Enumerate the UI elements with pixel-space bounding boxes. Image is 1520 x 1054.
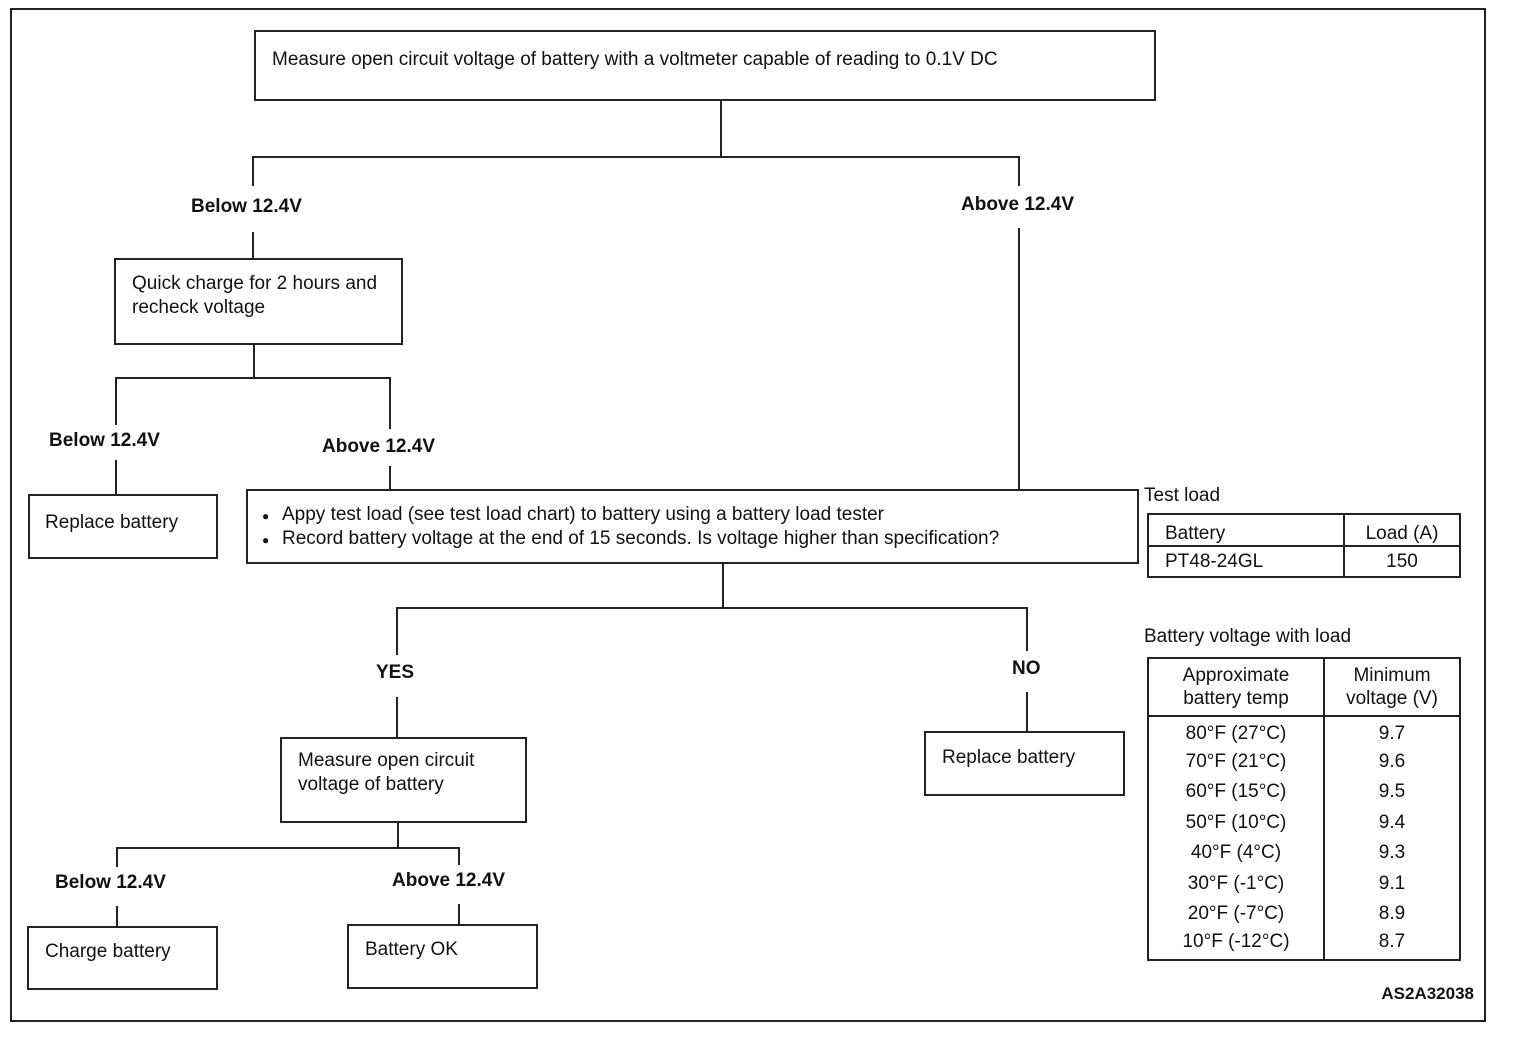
connector-line xyxy=(115,460,117,496)
connector-line xyxy=(396,607,398,655)
charge-battery-box: Charge battery xyxy=(27,926,218,990)
connector-line xyxy=(116,906,118,926)
connector-line xyxy=(458,847,460,865)
connector-line xyxy=(722,563,724,609)
branch-label-above-2: Above 12.4V xyxy=(322,436,435,457)
table-row: 10°F (-12°C)8.7 xyxy=(1147,929,1461,960)
test-load-value-cell: 150 xyxy=(1343,545,1461,578)
measure-ocv-step-text: Measure open circuit voltage of battery … xyxy=(272,49,998,70)
branch-label-above-1: Above 12.4V xyxy=(961,194,1074,215)
temperature-cell: 20°F (-7°C) xyxy=(1147,899,1325,930)
min-voltage-cell: 9.5 xyxy=(1323,777,1461,808)
table-header-row: Approximate battery temp Minimum voltage… xyxy=(1147,657,1461,717)
load-test-step-2: Record battery voltage at the end of 15 … xyxy=(262,527,1123,552)
table-row: 40°F (4°C)9.3 xyxy=(1147,838,1461,869)
min-voltage-cell: 9.1 xyxy=(1323,868,1461,899)
connector-line xyxy=(115,377,117,425)
connector-line xyxy=(252,156,254,186)
voltage-header-temp-text: Approximate battery temp xyxy=(1182,665,1290,709)
connector-line xyxy=(115,377,391,379)
min-voltage-cell: 9.7 xyxy=(1323,716,1461,747)
replace-battery-text-1: Replace battery xyxy=(45,512,179,533)
min-voltage-cell: 8.7 xyxy=(1323,929,1461,960)
test-load-caption: Test load xyxy=(1144,485,1221,506)
branch-label-below-3: Below 12.4V xyxy=(55,872,166,893)
quick-charge-box: Quick charge for 2 hours and recheck vol… xyxy=(114,258,403,345)
connector-line xyxy=(1018,156,1020,186)
min-voltage-cell: 9.3 xyxy=(1323,838,1461,869)
temperature-cell: 80°F (27°C) xyxy=(1147,716,1325,747)
temperature-cell: 40°F (4°C) xyxy=(1147,838,1325,869)
quick-charge-text: Quick charge for 2 hours and recheck vol… xyxy=(132,273,378,318)
connector-line xyxy=(396,607,1028,609)
branch-label-below-1: Below 12.4V xyxy=(191,196,302,217)
min-voltage-cell: 9.6 xyxy=(1323,746,1461,777)
table-row: 80°F (27°C)9.7 xyxy=(1147,716,1461,747)
figure-code: AS2A32038 xyxy=(1381,984,1474,1003)
connector-line xyxy=(397,822,399,848)
load-test-box: Appy test load (see test load chart) to … xyxy=(246,489,1139,564)
voltage-table-caption: Battery voltage with load xyxy=(1144,626,1352,647)
connector-line xyxy=(1026,692,1028,732)
branch-label-below-2: Below 12.4V xyxy=(49,430,160,451)
voltage-header-min-text: Minimum voltage (V) xyxy=(1346,665,1438,709)
replace-battery-box-2: Replace battery xyxy=(924,731,1125,796)
table-row: 70°F (21°C)9.6 xyxy=(1147,746,1461,777)
connector-line xyxy=(396,697,398,737)
connector-line xyxy=(253,344,255,378)
connector-line xyxy=(116,847,118,867)
connector-line xyxy=(252,156,1020,158)
voltage-header-min: Minimum voltage (V) xyxy=(1323,657,1461,717)
battery-ok-box: Battery OK xyxy=(347,924,538,989)
temperature-cell: 10°F (-12°C) xyxy=(1147,929,1325,960)
table-row: 60°F (15°C)9.5 xyxy=(1147,777,1461,808)
charge-battery-text: Charge battery xyxy=(45,941,171,962)
test-load-header-load: Load (A) xyxy=(1343,513,1461,547)
connector-line xyxy=(116,847,460,849)
test-load-header-battery: Battery xyxy=(1147,513,1345,547)
load-test-step-1: Appy test load (see test load chart) to … xyxy=(262,503,1123,528)
min-voltage-cell: 8.9 xyxy=(1323,899,1461,930)
test-load-table: Battery Load (A) PT48-24GL 150 xyxy=(1147,513,1461,578)
voltage-header-temp: Approximate battery temp xyxy=(1147,657,1325,717)
connector-line xyxy=(252,232,254,258)
connector-line xyxy=(1026,607,1028,651)
measure-ocv-step-box: Measure open circuit voltage of battery … xyxy=(254,30,1156,101)
table-row: PT48-24GL 150 xyxy=(1147,545,1461,578)
min-voltage-cell: 9.4 xyxy=(1323,807,1461,838)
voltage-table: Approximate battery temp Minimum voltage… xyxy=(1147,657,1461,961)
table-row: 20°F (-7°C)8.9 xyxy=(1147,899,1461,930)
branch-label-no: NO xyxy=(1012,658,1041,679)
branch-label-yes: YES xyxy=(376,662,415,683)
connector-line xyxy=(458,904,460,926)
replace-battery-box-1: Replace battery xyxy=(28,494,218,559)
table-row: 30°F (-1°C)9.1 xyxy=(1147,868,1461,899)
connector-line xyxy=(389,377,391,429)
temperature-cell: 50°F (10°C) xyxy=(1147,807,1325,838)
connector-line xyxy=(389,466,391,494)
measure-ocv-text-2: Measure open circuit voltage of battery xyxy=(298,750,475,795)
test-load-battery-cell: PT48-24GL xyxy=(1147,545,1345,578)
temperature-cell: 70°F (21°C) xyxy=(1147,746,1325,777)
table-row: 50°F (10°C)9.4 xyxy=(1147,807,1461,838)
load-test-instructions: Appy test load (see test load chart) to … xyxy=(262,503,1123,552)
connector-line xyxy=(1018,228,1020,490)
measure-ocv-box-2: Measure open circuit voltage of battery xyxy=(280,737,527,823)
battery-ok-text: Battery OK xyxy=(365,939,458,960)
table-header-row: Battery Load (A) xyxy=(1147,513,1461,547)
temperature-cell: 60°F (15°C) xyxy=(1147,777,1325,808)
diagram-frame xyxy=(10,8,1486,1022)
temperature-cell: 30°F (-1°C) xyxy=(1147,868,1325,899)
connector-line xyxy=(720,100,722,158)
replace-battery-text-2: Replace battery xyxy=(942,747,1076,768)
branch-label-above-3: Above 12.4V xyxy=(392,870,505,891)
